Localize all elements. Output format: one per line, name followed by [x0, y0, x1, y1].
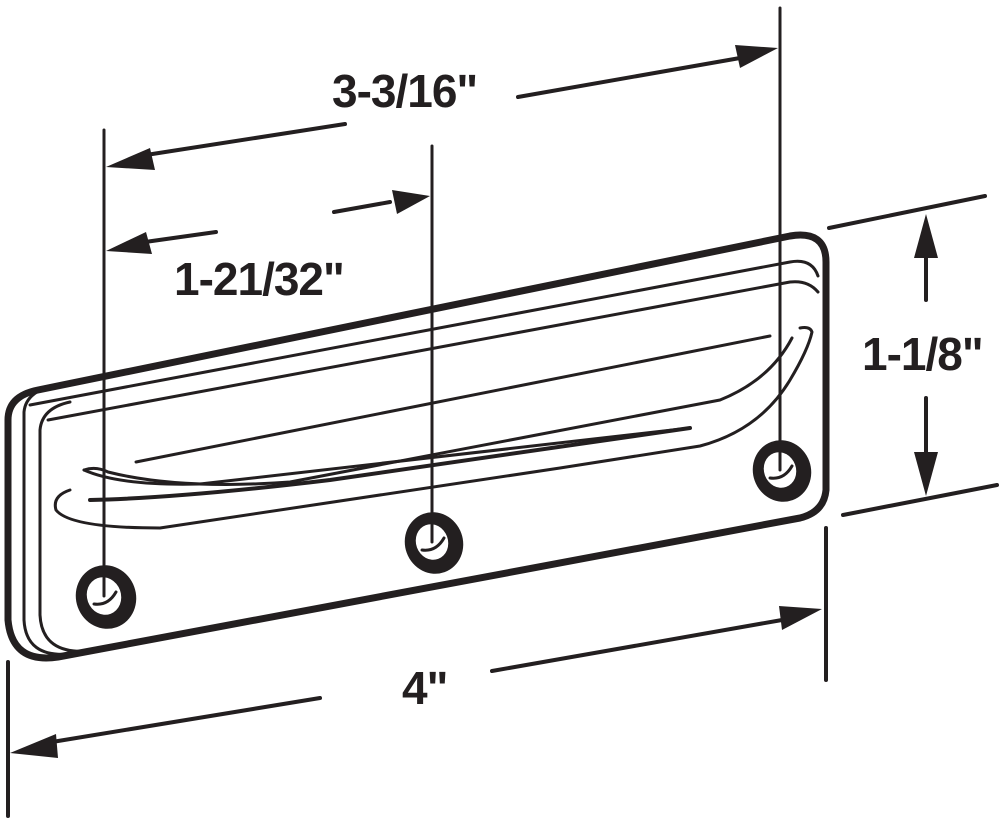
- plate-edge-contour-1: [22, 382, 72, 656]
- recess-lip: [82, 426, 692, 486]
- right-mounting-hole: [752, 440, 812, 502]
- overall-length-dimension: 4": [6, 526, 828, 818]
- outer-hole-spacing-dimension: 3-3/16": [106, 45, 778, 170]
- center-mounting-hole: [404, 512, 464, 574]
- center-hole-spacing-dimension: 1-21/32": [106, 190, 430, 305]
- recess-groove: [88, 426, 692, 502]
- pull-plate: [4, 231, 830, 662]
- recess-lower-curve: [53, 326, 814, 530]
- height-dimension: 1-1/8": [827, 194, 999, 517]
- recess-inner-line: [134, 334, 772, 464]
- plate-outer-outline: [4, 231, 830, 662]
- overall-length-label: 4": [402, 662, 447, 714]
- outer-hole-spacing-label: 3-3/16": [332, 65, 477, 117]
- height-label: 1-1/8": [862, 328, 983, 380]
- center-hole-spacing-label: 1-21/32": [174, 253, 344, 305]
- plate-edge-contour-2: [38, 400, 92, 653]
- plate-top-contour-2: [46, 280, 820, 422]
- plate-top-contour-1: [28, 259, 820, 407]
- left-mounting-hole: [75, 565, 137, 629]
